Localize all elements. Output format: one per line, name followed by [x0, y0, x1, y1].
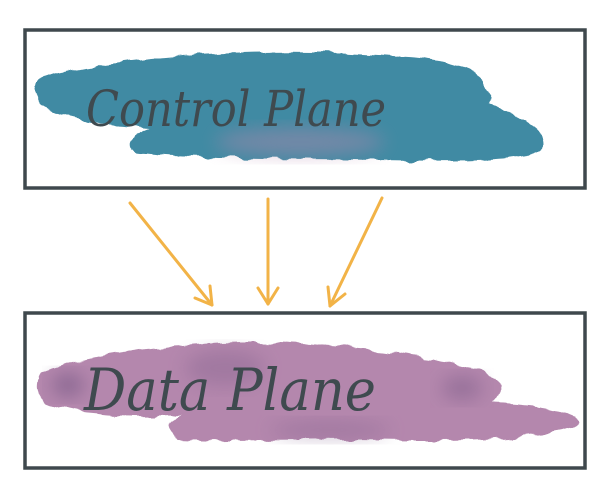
control-plane-box: Control Plane	[23, 28, 587, 190]
data-plane-blot-right	[442, 376, 482, 400]
data-plane-label: Data Plane	[83, 356, 376, 424]
data-plane-box: Data Plane	[23, 311, 587, 470]
arrow-left	[128, 201, 214, 307]
arrow-middle	[256, 197, 280, 306]
control-plane-wash	[34, 52, 545, 161]
arrow-right	[326, 196, 384, 308]
control-plane-wash-accent	[215, 128, 385, 156]
connector-arrows	[128, 196, 384, 308]
data-plane-wash	[37, 342, 579, 441]
data-plane-blot-center	[185, 350, 265, 386]
data-plane-blot-lower	[270, 421, 390, 439]
data-plane-frame	[23, 311, 587, 470]
data-plane-blot-left	[52, 373, 84, 397]
control-plane-frame	[23, 28, 587, 190]
control-plane-label: Control Plane	[86, 80, 386, 138]
